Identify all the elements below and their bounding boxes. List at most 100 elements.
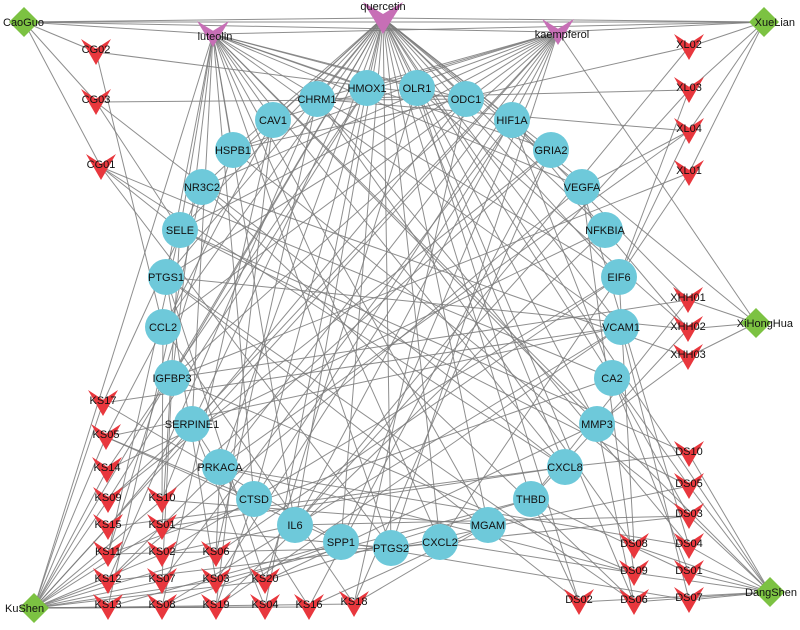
node-thbd[interactable]: THBD <box>513 481 549 517</box>
node-ks11[interactable]: KS11 <box>93 541 123 567</box>
node-ks07[interactable]: KS07 <box>147 568 177 594</box>
node-xl04[interactable]: XL04 <box>674 118 704 144</box>
node-xl02[interactable]: XL02 <box>674 34 704 60</box>
node-prkaca[interactable]: PRKACA <box>197 449 243 485</box>
edge-luteolin-CXCL2 <box>212 33 441 543</box>
node-luteolin[interactable]: luteolin <box>197 21 232 47</box>
herb-diamond-icon <box>749 7 779 37</box>
node-odc1[interactable]: ODC1 <box>448 81 484 117</box>
node-eif6[interactable]: EIF6 <box>601 259 637 295</box>
edge-CG01-CA2 <box>100 166 613 379</box>
node-igfbp3[interactable]: IGFBP3 <box>152 360 192 396</box>
node-sele[interactable]: SELE <box>162 212 198 248</box>
node-ptgs1[interactable]: PTGS1 <box>148 259 184 295</box>
node-ks18[interactable]: KS18 <box>339 591 369 617</box>
node-xihonghua[interactable]: XiHongHua <box>737 308 794 338</box>
node-label: NFKBIA <box>585 225 625 237</box>
node-serpine1[interactable]: SERPINE1 <box>165 406 219 442</box>
node-ds04[interactable]: DS04 <box>674 533 704 559</box>
node-label: CXCL8 <box>547 462 582 474</box>
node-ds10[interactable]: DS10 <box>674 441 704 467</box>
node-label: SERPINE1 <box>165 419 219 431</box>
node-ds01[interactable]: DS01 <box>674 560 704 586</box>
node-ds02[interactable]: DS02 <box>564 589 594 615</box>
node-ks13[interactable]: KS13 <box>93 594 123 620</box>
node-ctsd[interactable]: CTSD <box>236 481 272 517</box>
node-cav1[interactable]: CAV1 <box>255 102 291 138</box>
node-chrm1[interactable]: CHRM1 <box>297 81 337 117</box>
node-ks14[interactable]: KS14 <box>92 457 122 483</box>
node-spp1[interactable]: SPP1 <box>323 524 359 560</box>
target-node-circle <box>494 102 530 138</box>
node-ccl2[interactable]: CCL2 <box>145 309 181 345</box>
node-ks06[interactable]: KS06 <box>201 541 231 567</box>
node-nr3c2[interactable]: NR3C2 <box>184 169 220 205</box>
ingredient-arrowhead-icon <box>294 594 324 620</box>
node-vcam1[interactable]: VCAM1 <box>602 309 640 345</box>
node-xhh01[interactable]: XHH01 <box>670 287 706 313</box>
node-ds09[interactable]: DS09 <box>619 560 649 586</box>
node-ks02[interactable]: KS02 <box>147 541 177 567</box>
node-ptgs2[interactable]: PTGS2 <box>373 530 409 566</box>
node-ks17[interactable]: KS17 <box>88 390 118 416</box>
node-ks12[interactable]: KS12 <box>93 568 123 594</box>
node-cxcl2[interactable]: CXCL2 <box>422 524 458 560</box>
node-mmp3[interactable]: MMP3 <box>579 406 615 442</box>
node-ks10[interactable]: KS10 <box>147 487 177 513</box>
node-cg02[interactable]: CG02 <box>81 39 111 65</box>
target-node-circle <box>594 360 630 396</box>
target-node-circle <box>202 449 238 485</box>
node-xhh03[interactable]: XHH03 <box>670 344 706 370</box>
node-ks03[interactable]: KS03 <box>201 568 231 594</box>
node-kushen[interactable]: KuShen <box>5 593 49 623</box>
node-il6[interactable]: IL6 <box>277 507 313 543</box>
node-xhh02[interactable]: XHH02 <box>670 316 706 342</box>
node-dangshen[interactable]: DangShen <box>745 577 797 607</box>
node-ca2[interactable]: CA2 <box>594 360 630 396</box>
node-quercetin[interactable]: quercetin <box>360 1 406 34</box>
node-ks15[interactable]: KS15 <box>93 514 123 540</box>
node-label: KS04 <box>252 599 279 611</box>
node-xuelian[interactable]: XueLian <box>749 7 795 37</box>
node-caoguo[interactable]: CaoGuo <box>3 7 44 37</box>
node-nfkbia[interactable]: NFKBIA <box>585 212 626 248</box>
node-cxcl8[interactable]: CXCL8 <box>547 449 583 485</box>
edge-luteolin-EIF6 <box>212 33 620 278</box>
node-gria2[interactable]: GRIA2 <box>533 132 569 168</box>
node-xl03[interactable]: XL03 <box>674 77 704 103</box>
node-ks20[interactable]: KS20 <box>250 568 280 594</box>
node-hspb1[interactable]: HSPB1 <box>215 132 251 168</box>
node-olr1[interactable]: OLR1 <box>399 70 435 106</box>
node-label: VEGFA <box>564 182 601 194</box>
node-ks19[interactable]: KS19 <box>201 594 231 620</box>
node-ds08[interactable]: DS08 <box>619 533 649 559</box>
edge-quercetin-IGFBP3 <box>171 17 384 379</box>
node-label: PRKACA <box>197 462 243 474</box>
node-ks08[interactable]: KS08 <box>147 594 177 620</box>
node-cg03[interactable]: CG03 <box>81 89 111 115</box>
node-cg01[interactable]: CG01 <box>86 154 116 180</box>
node-label: CAV1 <box>259 115 287 127</box>
node-ds03[interactable]: DS03 <box>674 503 704 529</box>
node-xl01[interactable]: XL01 <box>674 160 704 186</box>
node-vegfa[interactable]: VEGFA <box>564 169 601 205</box>
node-ds06[interactable]: DS06 <box>619 589 649 615</box>
node-ds07[interactable]: DS07 <box>674 587 704 613</box>
node-ks16[interactable]: KS16 <box>294 594 324 620</box>
node-ds05[interactable]: DS05 <box>674 473 704 499</box>
edge-DS09-IGFBP3 <box>171 377 635 574</box>
edge-DangShen-DS06 <box>633 591 771 603</box>
node-ks05[interactable]: KS05 <box>91 424 121 450</box>
ingredient-arrowhead-icon <box>674 118 704 144</box>
node-ks04[interactable]: KS04 <box>250 594 280 620</box>
edge-DS09-CXCL2 <box>439 541 635 574</box>
node-kaempferol[interactable]: kaempferol <box>535 19 589 45</box>
edge-KS12-CHRM1 <box>107 98 318 582</box>
node-mgam[interactable]: MGAM <box>470 507 506 543</box>
node-hmox1[interactable]: HMOX1 <box>347 70 387 106</box>
node-ks09[interactable]: KS09 <box>93 487 123 513</box>
node-hif1a[interactable]: HIF1A <box>494 102 530 138</box>
edge-KuShen-luteolin <box>33 33 214 609</box>
edge-CaoGuo-CG01 <box>23 21 102 168</box>
node-ks01[interactable]: KS01 <box>147 514 177 540</box>
